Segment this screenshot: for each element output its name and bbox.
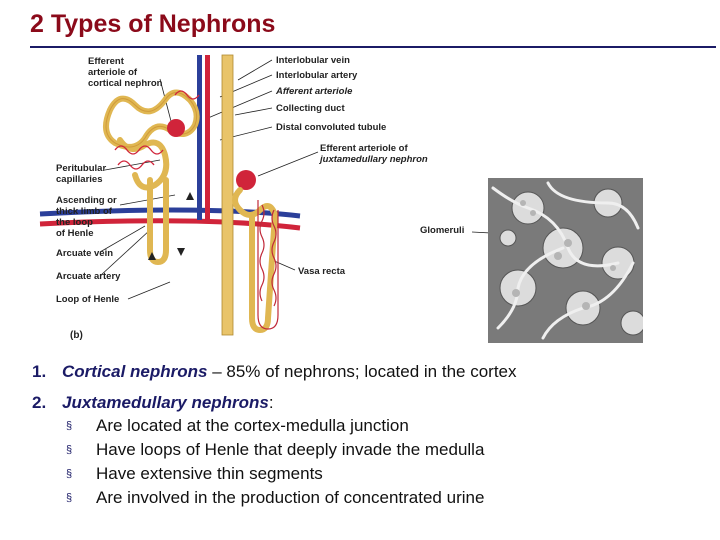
label-afferent-arteriole: Afferent arteriole — [276, 86, 353, 97]
bullet-item: § Have extensive thin segments — [66, 464, 323, 484]
cortical-glomerulus — [167, 119, 185, 137]
bullet-text: Are involved in the production of concen… — [96, 488, 485, 507]
label-efferent-cortical: Efferent arteriole of cortical nephron — [88, 56, 163, 89]
list-item-cortical: 1. Cortical nephrons – 85% of nephrons; l… — [32, 362, 517, 382]
list-term: Cortical nephrons — [62, 362, 208, 381]
collecting-duct-shape — [221, 54, 234, 336]
bullet-text: Are located at the cortex-medulla juncti… — [96, 416, 409, 435]
bullet-glyph: § — [66, 420, 73, 432]
title-rule — [30, 46, 716, 48]
label-vasa-recta: Vasa recta — [298, 266, 346, 277]
cortical-tubule-outline — [105, 92, 198, 148]
label-loop-of-henle: Loop of Henle — [56, 294, 120, 305]
list-text: : — [268, 393, 274, 412]
label-efferent-juxta: Efferent arteriole of juxtamedullary nep… — [320, 143, 428, 165]
bullet-item: § Are located at the cortex-medulla junct… — [66, 416, 409, 436]
label-glomeruli: Glomeruli — [420, 225, 465, 236]
interlobular-artery-vessel — [205, 55, 210, 220]
label-ascending-limb: Ascending or thick limb of the loop of H… — [56, 195, 117, 239]
bullet-text: Have extensive thin segments — [96, 464, 323, 483]
list-term: Juxtamedullary nephrons — [62, 393, 269, 412]
label-arcuate-artery: Arcuate artery — [56, 271, 121, 282]
label-interlobular-vein: Interlobular vein — [276, 55, 350, 66]
nephron-diagram — [39, 54, 319, 336]
juxtamedullary-glomerulus — [236, 170, 256, 190]
bullet-text: Have loops of Henle that deeply invade t… — [96, 440, 485, 459]
label-arcuate-vein: Arcuate vein — [56, 248, 114, 259]
label-collecting-duct: Collecting duct — [276, 103, 345, 114]
bullet-item: § Are involved in the production of conce… — [66, 488, 484, 508]
list-text: – 85% of nephrons; located in the cortex — [207, 362, 517, 381]
slide-title: 2 Types of Nephrons — [30, 10, 276, 38]
panel-tag: (b) — [70, 330, 83, 341]
interlobular-vein-vessel — [197, 55, 202, 220]
label-interlobular-artery: Interlobular artery — [276, 70, 358, 81]
vasa-recta-shape — [257, 200, 279, 330]
bullet-glyph: § — [66, 444, 73, 456]
cortical-tubule-shape — [103, 89, 200, 266]
list-number: 2. — [32, 393, 47, 412]
peritubular-capillaries-shape — [114, 90, 200, 170]
bullet-glyph: § — [66, 492, 73, 504]
label-distal-tubule: Distal convoluted tubule — [276, 122, 387, 133]
list-item-juxtamedullary: 2. Juxtamedullary nephrons: — [32, 393, 274, 413]
label-peritubular-capillaries: Peritubular capillaries — [56, 163, 107, 185]
bullet-glyph: § — [66, 468, 73, 480]
bullet-item: § Have loops of Henle that deeply invade … — [66, 440, 484, 460]
juxtamedullary-tubule-shape — [232, 187, 279, 334]
list-number: 1. — [32, 362, 47, 381]
glomeruli-micrograph — [488, 178, 643, 343]
